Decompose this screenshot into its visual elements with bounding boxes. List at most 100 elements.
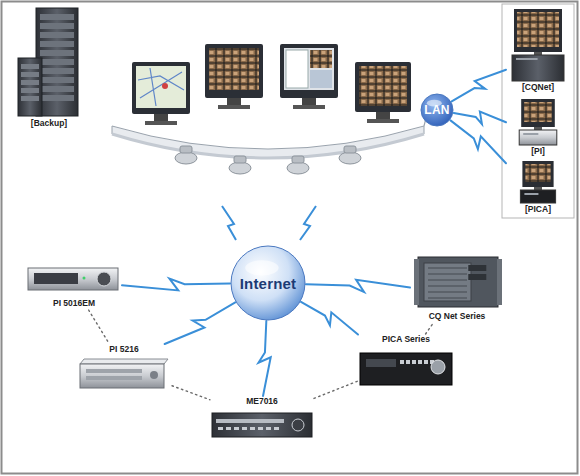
front-button — [412, 360, 416, 364]
monitor-video-grid — [367, 119, 399, 123]
front-button — [406, 360, 410, 364]
monitor-video-grid — [205, 44, 263, 109]
drive-bay — [40, 95, 74, 101]
monitor-video-grid — [227, 98, 241, 106]
vent-slot — [428, 273, 467, 275]
disc-slot — [516, 58, 538, 60]
monitor-video-grid — [359, 66, 407, 106]
wireless-link — [306, 280, 410, 292]
lightning-bolt — [300, 206, 316, 240]
front-button — [274, 427, 279, 430]
recorder-box — [520, 190, 555, 203]
device-label: PICA Series — [382, 334, 430, 345]
drive-bay — [21, 96, 39, 101]
operator-chair — [344, 146, 356, 153]
lightning-bolt — [222, 206, 316, 240]
drive-bay — [21, 88, 39, 93]
drive-bay — [40, 41, 74, 47]
vent-slot — [428, 279, 467, 281]
drive-bay — [21, 64, 39, 69]
network-cloud: Internet — [230, 245, 306, 321]
operator-chair — [339, 152, 361, 164]
front-display — [366, 359, 396, 367]
front-button — [226, 427, 231, 430]
status-led — [83, 277, 86, 280]
drive-bay — [40, 50, 74, 56]
wireless-link — [122, 279, 230, 291]
device-node: [PI] — [506, 98, 570, 158]
device-illustration — [76, 355, 172, 391]
monitor-map — [154, 114, 168, 122]
monitor-bezel — [522, 161, 553, 187]
monitor-video-grid — [376, 112, 390, 120]
monitor-video-grid — [205, 44, 263, 98]
rack-ear — [497, 259, 502, 305]
device-node: [PICA] — [506, 160, 570, 216]
vent-slot — [428, 291, 467, 293]
monitor-video-grid — [355, 62, 411, 112]
monitor-map — [132, 62, 190, 125]
recorder-box — [519, 130, 557, 145]
server-tower — [18, 58, 42, 116]
wireless-link — [452, 70, 506, 102]
device-node: PI 5016EM — [26, 262, 122, 310]
console-desk — [112, 134, 424, 158]
monitor-software — [310, 70, 332, 88]
wireless-link — [258, 321, 270, 396]
monitor-bezel — [514, 9, 562, 52]
device-label: [PICA] — [525, 204, 551, 215]
device-node: PI 5216 — [76, 344, 172, 392]
monitor-map — [145, 121, 177, 125]
device-label: PI 5016EM — [53, 298, 95, 309]
rack-chassis — [418, 257, 498, 307]
device-node: CQ Net Series — [410, 255, 504, 323]
drive-bay — [40, 23, 74, 29]
sphere — [421, 94, 453, 126]
wireless-link — [450, 120, 506, 163]
monitor-software — [284, 48, 334, 90]
front-button — [258, 427, 263, 430]
monitor-screen — [517, 12, 559, 47]
monitor-map — [136, 66, 186, 108]
dotted-link — [314, 381, 358, 398]
monitor-map — [132, 62, 190, 114]
drive-bay — [40, 59, 74, 65]
recorder-box — [212, 413, 312, 437]
lan-client-panel — [502, 4, 574, 218]
front-button — [242, 427, 247, 430]
vent-slot — [428, 267, 467, 269]
device-illustration — [506, 98, 570, 146]
monitor-software — [280, 44, 338, 98]
disc-slot — [523, 133, 538, 135]
operator-chair — [175, 146, 361, 174]
monitor-software — [286, 50, 308, 88]
monitor-video-grid — [209, 48, 259, 90]
device-node: ME7016 — [210, 396, 314, 442]
drive-slot — [86, 376, 142, 380]
device-illustration — [410, 255, 504, 311]
operator-chair — [234, 156, 246, 163]
device-illustration — [358, 345, 454, 389]
vent-slot — [428, 285, 467, 287]
front-button — [418, 360, 422, 364]
operator-chair — [287, 162, 309, 174]
drive-bay — [21, 72, 39, 77]
dotted-link — [172, 386, 210, 400]
device-illustration — [506, 8, 570, 82]
console-desk — [112, 126, 424, 158]
monitor-software — [280, 44, 338, 109]
drive-bay — [40, 86, 74, 92]
drive-bay — [21, 80, 39, 85]
drive-bay — [40, 68, 74, 74]
drive-bay — [468, 265, 486, 271]
device-label: [CQNet] — [522, 82, 554, 93]
monitor-video-grid — [218, 105, 250, 109]
device-illustration — [26, 262, 122, 298]
drive-bay — [40, 32, 74, 38]
front-display — [34, 273, 78, 284]
recorder-box — [360, 353, 452, 385]
